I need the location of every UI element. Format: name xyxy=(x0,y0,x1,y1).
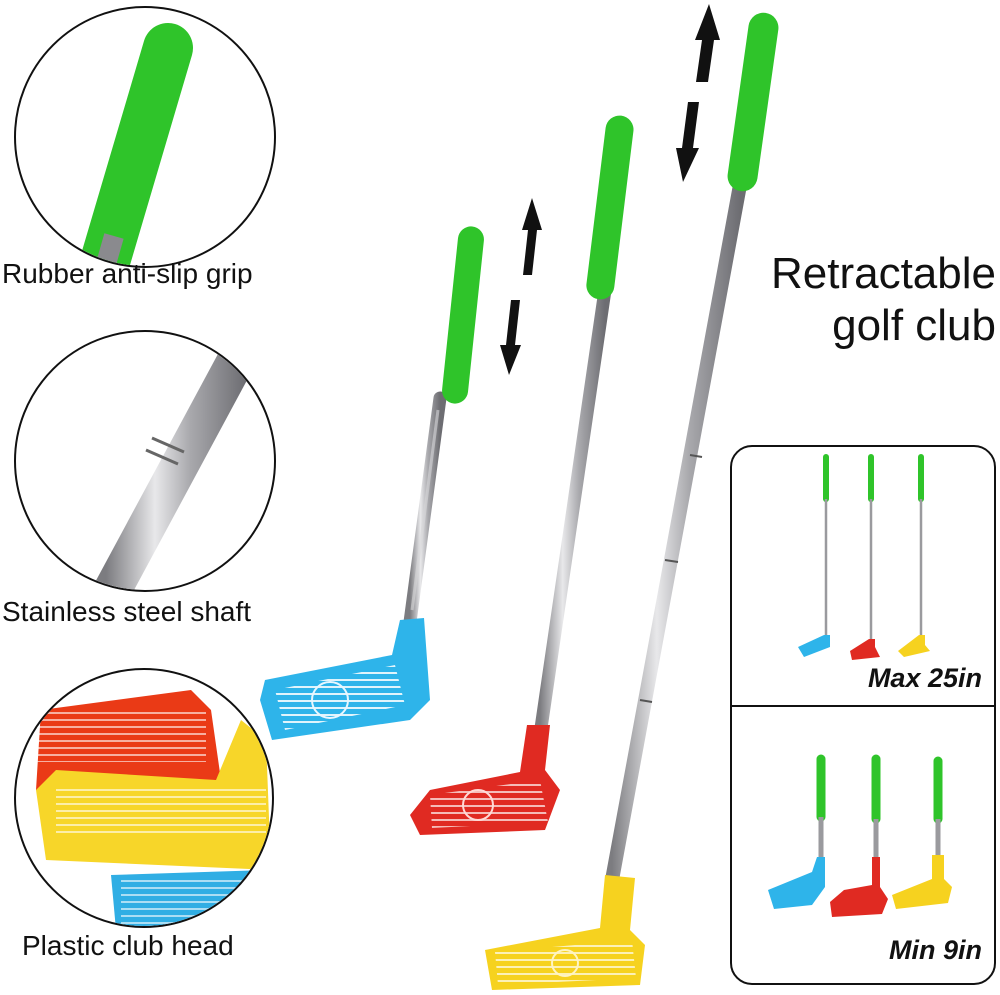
grip-closeup-icon xyxy=(14,6,276,268)
feature-label-head: Plastic club head xyxy=(22,930,234,961)
max-length-label: Max 25in xyxy=(867,663,982,693)
min-length-label: Min 9in xyxy=(889,935,982,965)
blue-iron-club xyxy=(260,226,484,740)
min-length-clubs xyxy=(768,754,952,917)
extend-arrow-icon-1 xyxy=(500,198,542,375)
red-mallet-club xyxy=(410,115,634,835)
title-line-1: Retractable xyxy=(770,249,996,298)
feature-label-shaft: Stainless steel shaft xyxy=(2,596,252,627)
yellow-putter-club xyxy=(485,12,779,990)
feature-label-grip: Rubber anti-slip grip xyxy=(2,258,253,289)
max-length-clubs xyxy=(798,454,930,660)
size-comparison-panel: Max 25in Min 9in xyxy=(730,445,996,985)
title-line-2: golf club xyxy=(832,301,996,350)
club-head-closeup-icon xyxy=(14,668,274,928)
page-title: Retractable golf club xyxy=(771,248,996,352)
shaft-closeup-icon xyxy=(14,330,276,592)
extend-arrow-icon-2 xyxy=(676,4,720,182)
panel-divider xyxy=(732,705,994,707)
